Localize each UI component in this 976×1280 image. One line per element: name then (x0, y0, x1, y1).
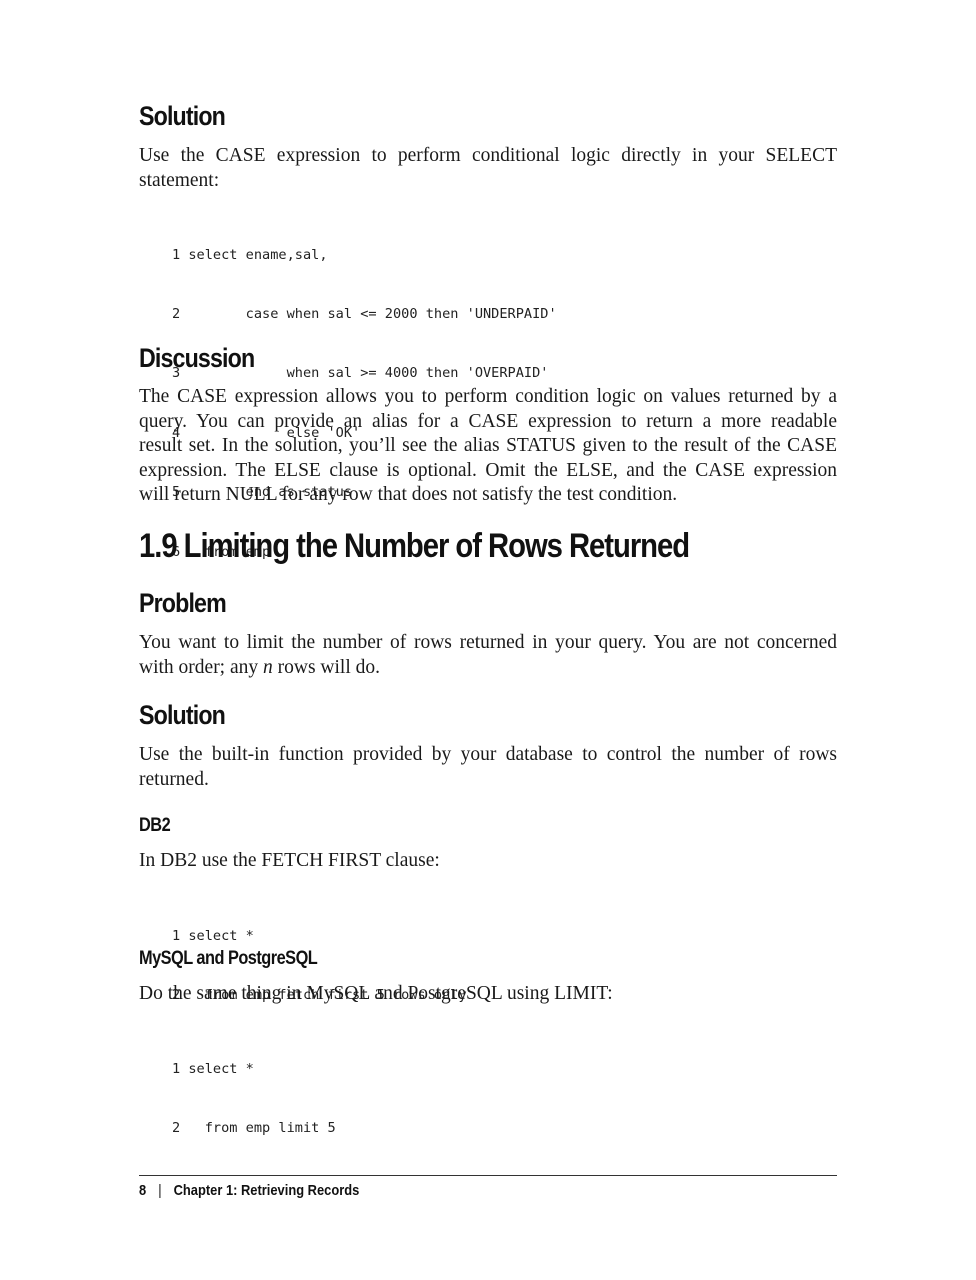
section-heading-discussion: Discussion (139, 343, 255, 373)
code-block-db2: 1 select * 2 from emp fetch first 5 rows… (172, 887, 467, 1045)
subheading-mysql-postgresql: MySQL and PostgreSQL (139, 948, 318, 969)
code-line: 2 case when sal <= 2000 then 'UNDERPAID' (172, 305, 557, 322)
code-block-case: 1 select ename,sal, 2 case when sal <= 2… (172, 206, 557, 602)
footer-rule (139, 1175, 837, 1176)
paragraph-line: expression. The ELSE clause is optional.… (139, 459, 837, 481)
section-heading-solution: Solution (139, 101, 226, 131)
solution-paragraph: Use the CASE expression to perform condi… (139, 144, 837, 193)
paragraph-line: result set. In the solution, you’ll see … (139, 435, 837, 456)
paragraph-line: Use the CASE expression to perform condi… (139, 145, 837, 166)
page-footer: 8 | Chapter 1: Retrieving Records (139, 1182, 359, 1199)
paragraph-line: query. You can provide an alias for a CA… (139, 410, 837, 432)
emphasis-n: n (263, 656, 273, 678)
paragraph-line: Use the built-in function provided by yo… (139, 744, 837, 765)
section-heading-problem: Problem (139, 588, 227, 618)
paragraph-line: with order; any n rows will do. (139, 656, 837, 681)
recipe-title: 1.9 Limiting the Number of Rows Returned (139, 527, 690, 565)
db2-paragraph: In DB2 use the FETCH FIRST clause: (139, 849, 837, 874)
paragraph-line: The CASE expression allows you to perfor… (139, 386, 837, 407)
paragraph-line: Do the same thing in MySQL and PostgreSQ… (139, 983, 613, 1004)
code-line: 1 select * (172, 1060, 254, 1077)
code-line: 1 select * (172, 927, 254, 944)
section-heading-solution-2: Solution (139, 700, 226, 730)
subheading-db2: DB2 (139, 815, 171, 836)
paragraph-line: You want to limit the number of rows ret… (139, 632, 837, 653)
paragraph-line: will return NULL for any row that does n… (139, 484, 678, 505)
discussion-paragraph: The CASE expression allows you to perfor… (139, 385, 837, 508)
code-line: 2 from emp fetch first 5 rows only (172, 986, 467, 1003)
paragraph-text: rows will do. (272, 656, 381, 678)
code-line: 4 else 'OK' (172, 424, 361, 441)
code-line: 1 select ename,sal, (172, 246, 328, 263)
code-line: 3 when sal >= 4000 then 'OVERPAID' (172, 365, 549, 382)
mysql-paragraph: Do the same thing in MySQL and PostgreSQ… (139, 982, 837, 1007)
solution-2-paragraph: Use the built-in function provided by yo… (139, 743, 837, 792)
paragraph-line: returned. (139, 768, 209, 790)
code-line: 5 end as status (172, 484, 353, 501)
paragraph-line: In DB2 use the FETCH FIRST clause: (139, 850, 440, 871)
footer-separator: | (158, 1182, 162, 1199)
code-line: 2 from emp limit 5 (172, 1119, 336, 1136)
code-block-mysql: 1 select * 2 from emp limit 5 (172, 1020, 336, 1178)
paragraph-line: statement: (139, 169, 220, 191)
problem-paragraph: You want to limit the number of rows ret… (139, 631, 837, 680)
page-number: 8 (139, 1182, 147, 1199)
chapter-title: Chapter 1: Retrieving Records (173, 1182, 360, 1199)
code-line: 6 from emp (172, 543, 271, 560)
paragraph-text: with order; any (139, 656, 264, 678)
